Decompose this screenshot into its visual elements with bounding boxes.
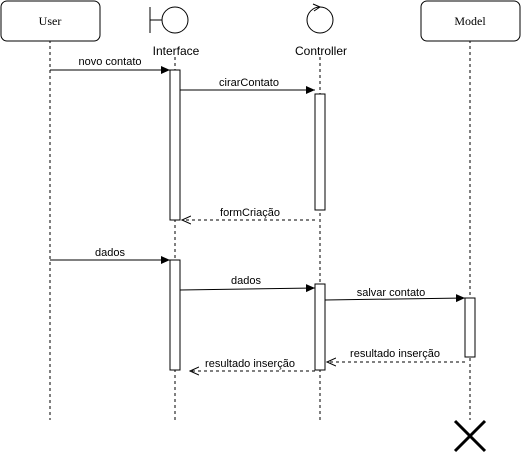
activation-controller-1	[314, 93, 326, 211]
participant-user-box	[0, 0, 101, 42]
participant-interface-label: Interface	[153, 44, 200, 58]
message-label: resultado inserção	[350, 348, 440, 360]
message-arrow	[324, 294, 466, 303]
participant-controller-label: Controller	[295, 44, 347, 58]
activation-model	[464, 297, 476, 358]
message-label: formCriação	[220, 207, 280, 219]
message-label: dados	[231, 275, 261, 287]
message-label: novo contato	[79, 56, 142, 68]
activation-interface-2	[169, 259, 181, 371]
participant-user-label: User	[39, 14, 62, 28]
message-label: resultado inserção	[205, 358, 295, 370]
message-label: salvar contato	[357, 287, 425, 299]
destroy-x-icon	[453, 419, 487, 453]
message-arrow	[179, 284, 316, 293]
message-label: cirarContato	[219, 77, 279, 89]
activation-controller-2	[314, 283, 326, 371]
activation-interface-1	[169, 69, 181, 221]
message-label: dados	[95, 247, 125, 259]
control-icon	[306, 3, 334, 34]
participant-model-label: Model	[454, 14, 486, 28]
participant-model-box	[420, 0, 521, 42]
boundary-icon	[149, 6, 189, 34]
